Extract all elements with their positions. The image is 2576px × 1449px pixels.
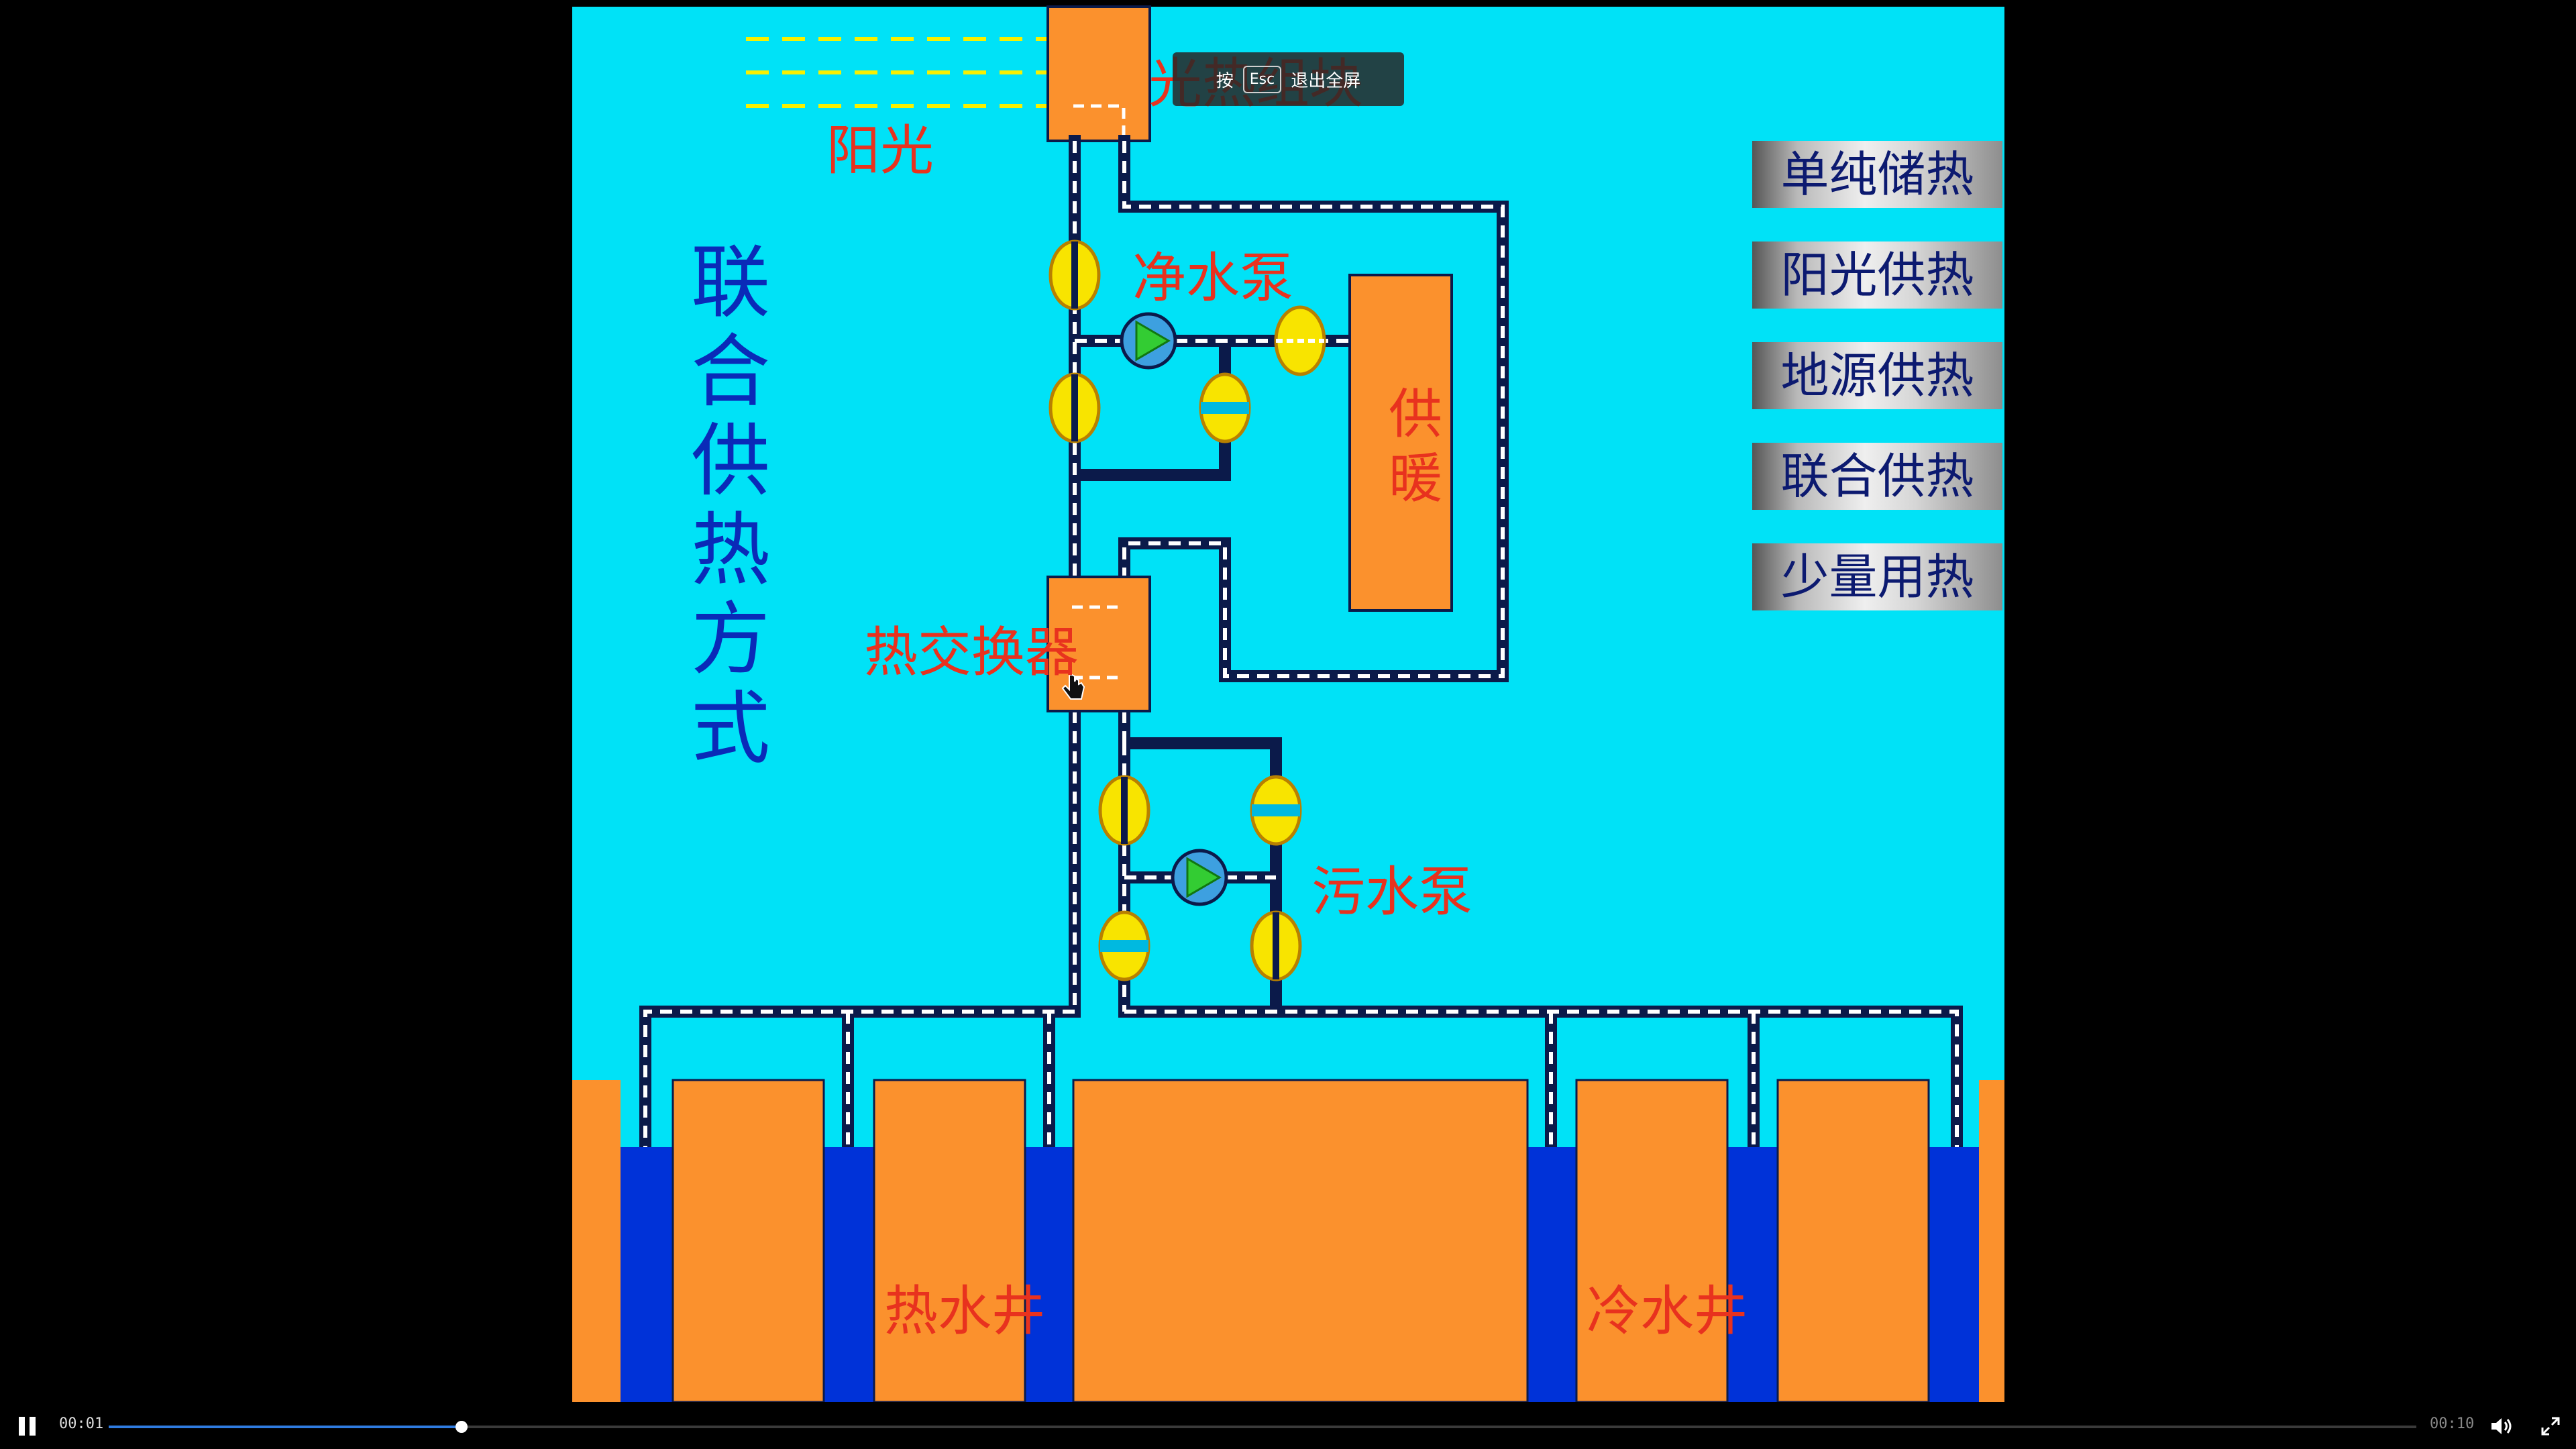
label-clean-water-pump: 净水泵 [1132,247,1293,309]
menu-button-combined-heating[interactable]: 联合供热 [1752,443,2002,510]
valve [1250,910,1302,981]
heat-supply-char: 暖 [1389,447,1442,510]
slide-title-char: 方 [691,593,771,686]
valve [1049,239,1101,311]
menu-button-simple-storage[interactable]: 单纯储热 [1752,141,2002,208]
label-sewage-pump: 污水泵 [1311,861,1472,923]
progress-fill [109,1426,462,1428]
toast-prefix: 按 [1216,70,1234,91]
ground-block [1776,1079,1930,1403]
volume-icon[interactable] [2490,1415,2514,1437]
current-time: 00:01 [59,1415,104,1432]
ground-block [873,1079,1026,1403]
video-control-bar: 00:01 00:10 [0,1402,2576,1449]
valve [1250,775,1302,846]
solar-collector-tank [1046,5,1151,142]
exit-fullscreen-icon[interactable] [2540,1415,2561,1437]
exit-fullscreen-toast: 按 Esc 退出全屏 [1173,52,1404,106]
menu-button-solar-heating[interactable]: 阳光供热 [1752,241,2002,309]
label-heat-supply: 供暖 [1389,382,1442,511]
clean-water-pump [1120,312,1177,370]
progress-bar[interactable] [109,1421,2416,1433]
slide-title: 联合供热方式 [691,236,771,775]
label-hot-water-well: 热水井 [884,1280,1045,1342]
sewage-pump [1171,849,1228,906]
hand-cursor-icon [1061,674,1085,700]
valve [1199,372,1251,443]
menu-button-geothermal-heating[interactable]: 地源供热 [1752,342,2002,409]
sunlight-rays [746,37,1046,108]
ground-block [1072,1079,1529,1403]
slide-title-char: 联 [691,236,771,329]
pause-icon[interactable] [16,1413,40,1440]
label-sunlight: 阳光 [826,119,934,182]
total-time: 00:10 [2430,1415,2475,1432]
ground-block [572,1080,621,1402]
ground-block [1575,1079,1729,1403]
label-heat-exchanger: 热交换器 [864,621,1079,684]
slide-title-char: 热 [691,504,771,596]
valve [1098,910,1150,981]
ground-block [672,1079,825,1403]
slide-title-char: 式 [691,682,771,775]
valve [1049,372,1101,443]
label-cold-water-well: 冷水井 [1587,1280,1748,1342]
heat-supply-char: 供 [1389,383,1442,445]
valves [1049,239,1326,981]
ground-wells [572,1079,2004,1403]
valve [1098,775,1150,846]
toast-suffix: 退出全屏 [1291,70,1361,91]
slide-title-char: 供 [691,415,771,507]
heat-supply-tank [1348,274,1453,612]
slide-title-char: 合 [691,325,771,418]
menu-button-low-heat-use[interactable]: 少量用热 [1752,543,2002,610]
esc-key-badge: Esc [1242,65,1282,93]
ground-block [1979,1080,2004,1402]
progress-handle[interactable] [455,1421,468,1433]
valve [1274,305,1326,376]
